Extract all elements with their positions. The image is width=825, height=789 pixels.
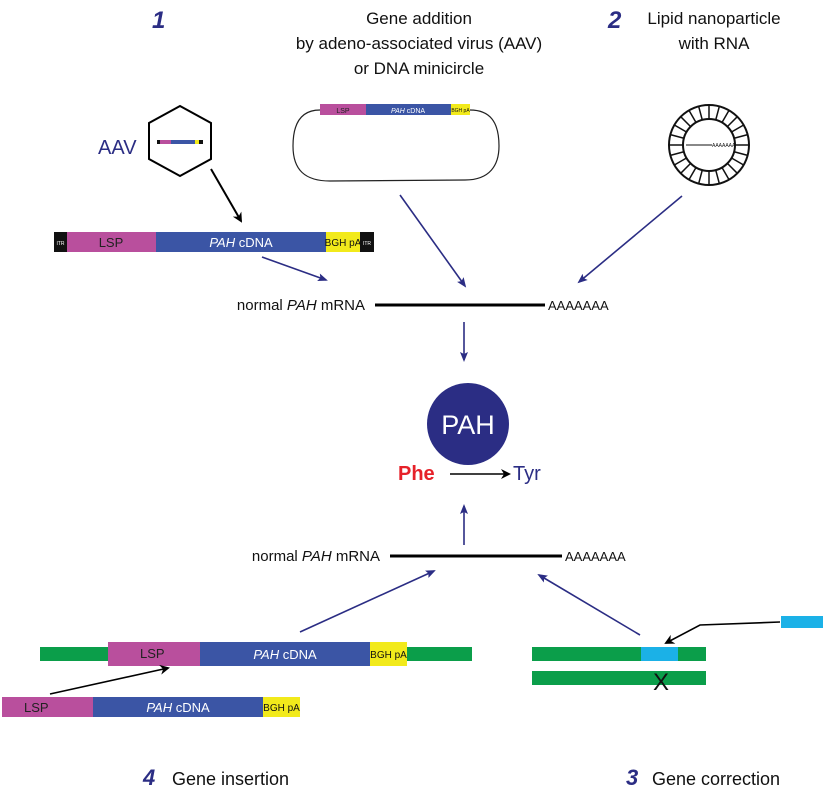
itr-label: ITR	[363, 241, 371, 247]
lipid-spoke	[733, 133, 748, 139]
lsp-label: LSP	[140, 646, 165, 661]
arrow	[537, 573, 641, 636]
title-line: with RNA	[678, 34, 751, 53]
lipid-spoke	[670, 151, 685, 157]
lipid-spoke	[731, 124, 745, 133]
poly-a-tail: AAAAAAA	[565, 549, 626, 564]
bgh-label: BGH pA	[370, 650, 407, 661]
bgh-label: BGH pA	[451, 108, 470, 114]
pah-cdna-label: PAH cDNA	[391, 108, 425, 115]
lipid-spoke	[670, 133, 685, 139]
product-tyr: Tyr	[513, 463, 541, 485]
method-number-4: 4	[142, 765, 155, 789]
correction-template	[781, 616, 823, 628]
title-line: by adeno-associated virus (AAV)	[296, 34, 542, 53]
lipid-spoke	[715, 169, 721, 184]
lipid-spoke	[721, 167, 730, 181]
method-number-1: 1	[152, 7, 165, 34]
pah-enzyme-label: PAH	[441, 410, 495, 440]
lipid-spoke	[715, 106, 721, 121]
lipid-spoke	[726, 116, 738, 128]
method4-title: Gene insertion	[172, 769, 289, 789]
method-number-3: 3	[626, 765, 638, 789]
dna-minicircle: LSP PAH cDNA BGH pA	[292, 104, 500, 182]
lipid-spoke	[733, 151, 748, 157]
pah-enzyme	[427, 383, 509, 465]
arrow-correction	[664, 621, 781, 644]
method2-title: Lipid nanoparticle with RNA	[647, 9, 780, 53]
lipid-spoke	[680, 162, 692, 174]
method1-title: Gene addition by adeno-associated virus …	[296, 9, 542, 78]
lsp-label: LSP	[99, 235, 124, 250]
method-number-2: 2	[607, 7, 622, 34]
itr-label: ITR	[56, 241, 64, 247]
lsp-label: LSP	[336, 108, 350, 115]
aav-construct: ITR ITR LSP PAH cDNA BGH pA	[54, 232, 374, 252]
lipid-spoke	[697, 169, 703, 184]
pah-cdna-label: PAH cDNA	[253, 647, 317, 662]
aav-label: AAV	[98, 137, 137, 159]
aav-capsid-hexagon	[148, 104, 212, 178]
arrow	[261, 256, 328, 282]
lnp-poly-a: AAAAAAA	[712, 143, 736, 149]
mrna-label: normal PAH mRNA	[237, 297, 365, 314]
bgh-label: BGH pA	[263, 703, 300, 714]
genome-with-insert: LSP PAH cDNA BGH pA	[40, 642, 472, 666]
title-line: Lipid nanoparticle	[647, 9, 780, 28]
lipid-spoke	[673, 157, 687, 166]
method3-title: Gene correction	[652, 769, 780, 789]
lipid-spoke	[680, 116, 692, 128]
pah-cdna-label: PAH cDNA	[209, 235, 273, 250]
lipid-spoke	[673, 124, 687, 133]
poly-a-tail: AAAAAAA	[548, 298, 609, 313]
lipid-spoke	[721, 109, 730, 123]
lsp-label: LSP	[24, 700, 49, 715]
substrate-phe: Phe	[398, 463, 435, 485]
mrna-label: normal PAH mRNA	[252, 548, 380, 565]
arrow	[399, 194, 467, 288]
corrected-chromosomes: X	[532, 647, 706, 696]
lipid-spoke	[697, 106, 703, 121]
pah-cdna-label: PAH cDNA	[146, 700, 210, 715]
lipid-spoke	[688, 167, 697, 181]
title-line: Gene addition	[366, 9, 472, 28]
title-line: or DNA minicircle	[354, 59, 484, 78]
lipid-spoke	[688, 109, 697, 123]
insert-construct: LSP PAH cDNA BGH pA	[2, 697, 300, 717]
lipid-nanoparticle: AAAAAAA	[668, 104, 750, 186]
arrow-insertion	[49, 664, 170, 695]
arrow	[577, 195, 683, 284]
bgh-label: BGH pA	[325, 238, 362, 249]
lipid-spoke	[726, 162, 738, 174]
aav-genome-mini	[157, 140, 203, 144]
mutation-mark: X	[653, 669, 669, 696]
lipid-spoke	[731, 157, 745, 166]
arrow	[299, 570, 436, 633]
arrow-aav-to-construct	[210, 168, 242, 223]
